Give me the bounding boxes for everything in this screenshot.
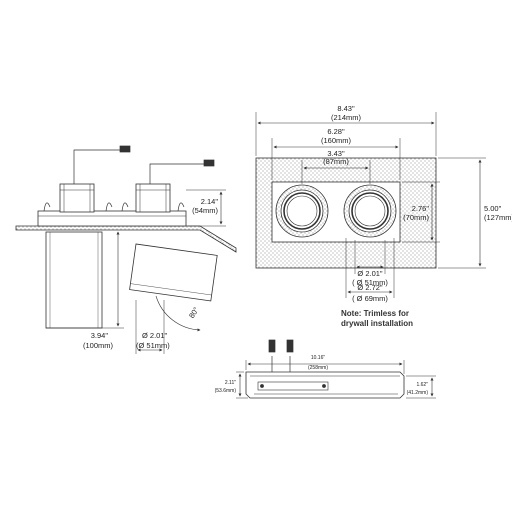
straight-cylinder: [45, 231, 103, 329]
profile-connectors: [268, 339, 294, 372]
cutout-in: Ø 2.72": [357, 283, 383, 292]
bottom-view: [236, 339, 436, 399]
power-cables: [73, 145, 215, 184]
spring-clips: [43, 202, 185, 212]
center-spacing-mm: (87mm): [323, 157, 349, 166]
left-height-in: 2.11": [225, 380, 236, 386]
mounting-frame: [37, 210, 187, 227]
inner-height-mm: (70mm): [403, 213, 429, 222]
left-height-mm: (53.6mm): [215, 388, 237, 394]
side-view-labels: 2.14" (54mm) 3.94" (100mm) Ø 2.01" (Ø 51…: [83, 197, 219, 350]
height-in: 5.00": [484, 204, 502, 213]
profile-length-mm: (258mm): [308, 365, 328, 371]
right-driver-can: [135, 183, 171, 213]
right-height-mm: (41.2mm): [407, 390, 429, 396]
tilted-cylinder: [129, 243, 218, 302]
right-height-in: 1.62": [416, 382, 428, 388]
center-spacing-in: 3.43": [327, 149, 345, 158]
diameter-mm: (Ø 51mm): [136, 341, 170, 350]
profile-slot: [257, 381, 329, 391]
left-aperture: [275, 184, 329, 238]
inner-width-in: 6.28": [327, 127, 345, 136]
diameter-in: Ø 2.01": [142, 331, 168, 340]
right-aperture: [343, 184, 397, 238]
tilt-arc: [155, 295, 201, 332]
height-mm: (127mm): [484, 213, 512, 222]
top-view-labels: 8.43" (214mm) 6.28" (160mm) 3.43" (87mm)…: [321, 104, 512, 328]
overall-width-mm: (214mm): [331, 113, 362, 122]
overall-width-in: 8.43": [337, 104, 355, 113]
tilt-angle: 80°: [187, 305, 201, 319]
profile-length-in: 10.16": [311, 355, 326, 361]
length-mm: (100mm): [83, 341, 114, 350]
side-view: [15, 145, 237, 354]
depth-mm: (54mm): [192, 206, 218, 215]
inner-height-in: 2.76": [412, 204, 430, 213]
aperture-mm: ( Ø 51mm): [352, 278, 388, 287]
inner-width-mm: (160mm): [321, 136, 352, 145]
aperture-in: Ø 2.01": [357, 269, 383, 278]
length-in: 3.94": [91, 331, 109, 340]
cutout-mm: ( Ø 69mm): [352, 294, 388, 303]
note-line-1: Note: Trimless for: [341, 309, 409, 318]
depth-in: 2.14": [201, 197, 219, 206]
note-line-2: drywall installation: [341, 319, 413, 328]
left-driver-can: [59, 183, 95, 213]
top-view: [255, 112, 486, 298]
bottom-view-labels: 10.16" (258mm) 2.11" (53.6mm) 1.62" (41.…: [215, 355, 429, 396]
